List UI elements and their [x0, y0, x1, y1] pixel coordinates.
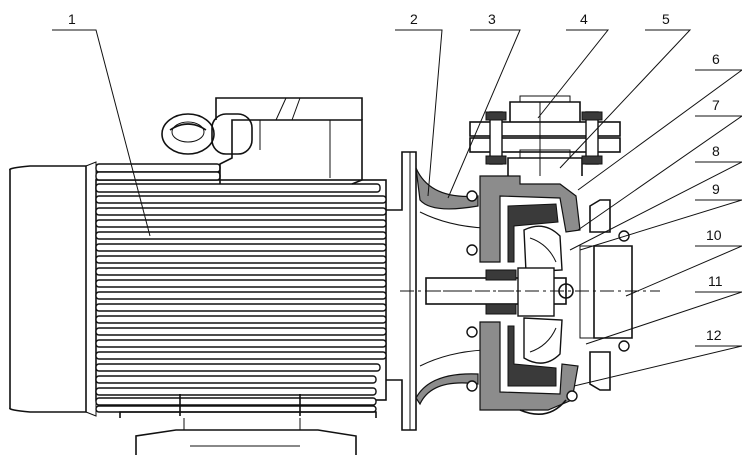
motor-base [135, 429, 357, 455]
callout-10: 10 [706, 227, 722, 243]
suction-inlet [593, 245, 633, 339]
leader-9 [579, 199, 742, 251]
casing-upper-wall [479, 175, 581, 263]
callout-6: 6 [712, 51, 720, 67]
callout-12: 12 [706, 327, 722, 343]
terminal-box [219, 119, 363, 185]
impeller-lower [523, 317, 563, 364]
pump-cover [589, 199, 611, 391]
mechanical-seal [485, 269, 517, 281]
leader-7 [577, 115, 742, 231]
discharge-flange-upper [469, 121, 621, 137]
discharge-port [507, 157, 583, 176]
leader-12 [573, 345, 742, 387]
callout-3: 3 [488, 11, 496, 27]
leader-3 [447, 29, 521, 199]
leader-6 [577, 69, 742, 191]
cooling-fins [95, 163, 387, 413]
electric-motor [9, 97, 387, 455]
impeller-upper [523, 225, 563, 273]
discharge-flange-bolts [485, 111, 603, 165]
callout-2: 2 [410, 11, 418, 27]
pump-casing [400, 95, 660, 416]
bracket-upper-rib [415, 167, 479, 210]
callout-5: 5 [662, 11, 670, 27]
leader-5 [559, 29, 692, 169]
callout-labels: 1 2 3 4 5 6 7 8 9 10 11 12 [68, 11, 723, 343]
discharge-flange-lower [469, 137, 621, 153]
callout-11: 11 [708, 273, 723, 289]
callout-8: 8 [712, 143, 720, 159]
motor-end-cap [9, 165, 87, 413]
leader-8 [569, 161, 742, 251]
bracket-lower-rib [415, 373, 479, 406]
leader-1 [52, 29, 151, 237]
leader-11 [585, 291, 742, 345]
callout-4: 4 [580, 11, 588, 27]
callout-7: 7 [712, 97, 720, 113]
leader-2 [395, 29, 443, 197]
callout-1: 1 [68, 11, 76, 27]
casing-lower-wall [479, 321, 579, 411]
casing-bolts [466, 190, 630, 402]
leader-10 [625, 245, 742, 297]
cable-gland [161, 113, 253, 155]
callout-9: 9 [712, 181, 720, 197]
leader-4 [537, 29, 610, 119]
leader-lines [52, 29, 742, 387]
